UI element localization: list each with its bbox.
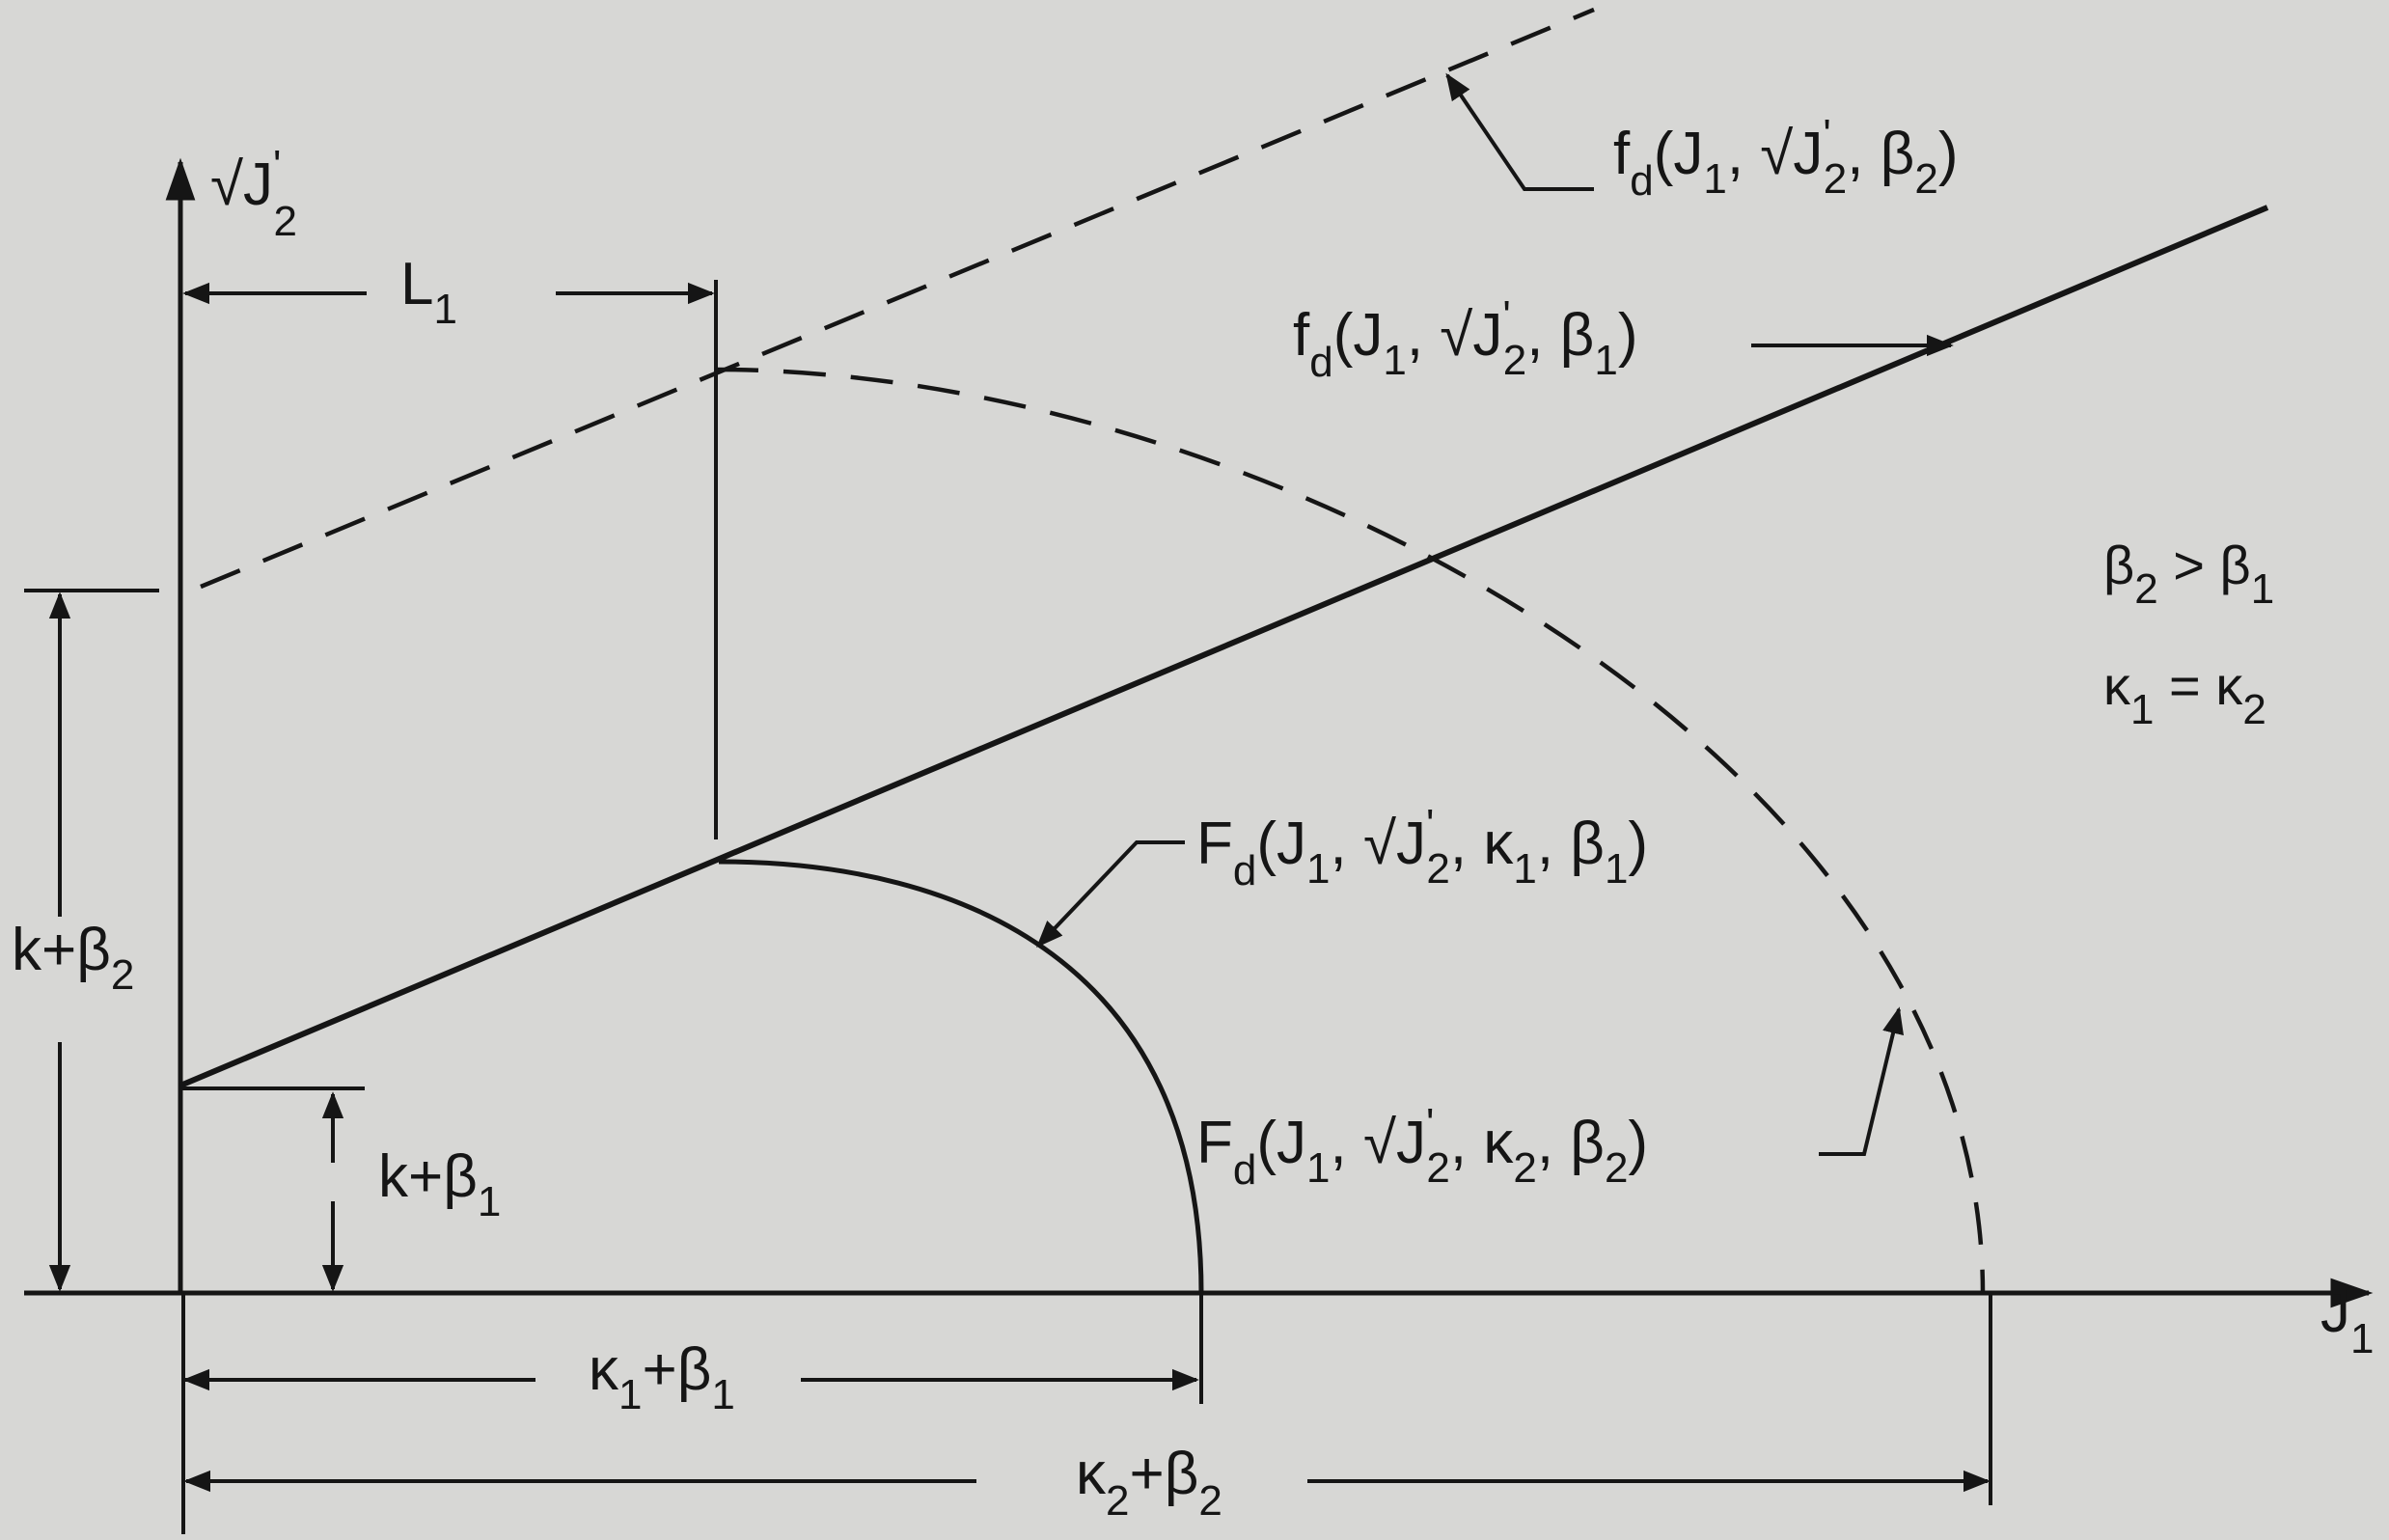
condition-beta: β2 > β1 [2103, 535, 2274, 613]
fd-beta2-label: fd(J1, √J'2, β2) [1613, 111, 1959, 205]
k-beta2-label: k+β2 [12, 917, 134, 999]
fd-beta1-label: fd(J1, √J'2, β1) [1293, 292, 1638, 386]
kappa1-beta1-label: κ1+β1 [589, 1336, 735, 1418]
Fd-k1-b1-label: Fd(J1, √J'2, κ1, β1) [1196, 801, 1648, 894]
yield-cap-kappa1-beta1 [718, 859, 1204, 1294]
kappa2-beta2-label: κ2+β2 [1076, 1441, 1222, 1525]
y-axis-label: √J'2 [210, 142, 297, 245]
failure-envelope-beta1 [178, 205, 2269, 1088]
failure-envelope-beta2 [200, 7, 1595, 590]
k-beta1-label: k+β1 [378, 1143, 501, 1225]
leader-Fd-k1-b1 [1036, 840, 1185, 949]
condition-kappa: κ1 = κ2 [2103, 655, 2266, 733]
L1-label: L1 [400, 251, 457, 333]
leader-Fd-k2-b2 [1819, 1006, 1905, 1156]
Fd-k2-b2-label: Fd(J1, √J'2, κ2, β2) [1196, 1100, 1648, 1194]
leader-fd-beta2 [1445, 72, 1594, 191]
yield-cap-kappa2-beta2 [715, 367, 1986, 1294]
x-axis-label: J1 [2320, 1279, 2374, 1362]
